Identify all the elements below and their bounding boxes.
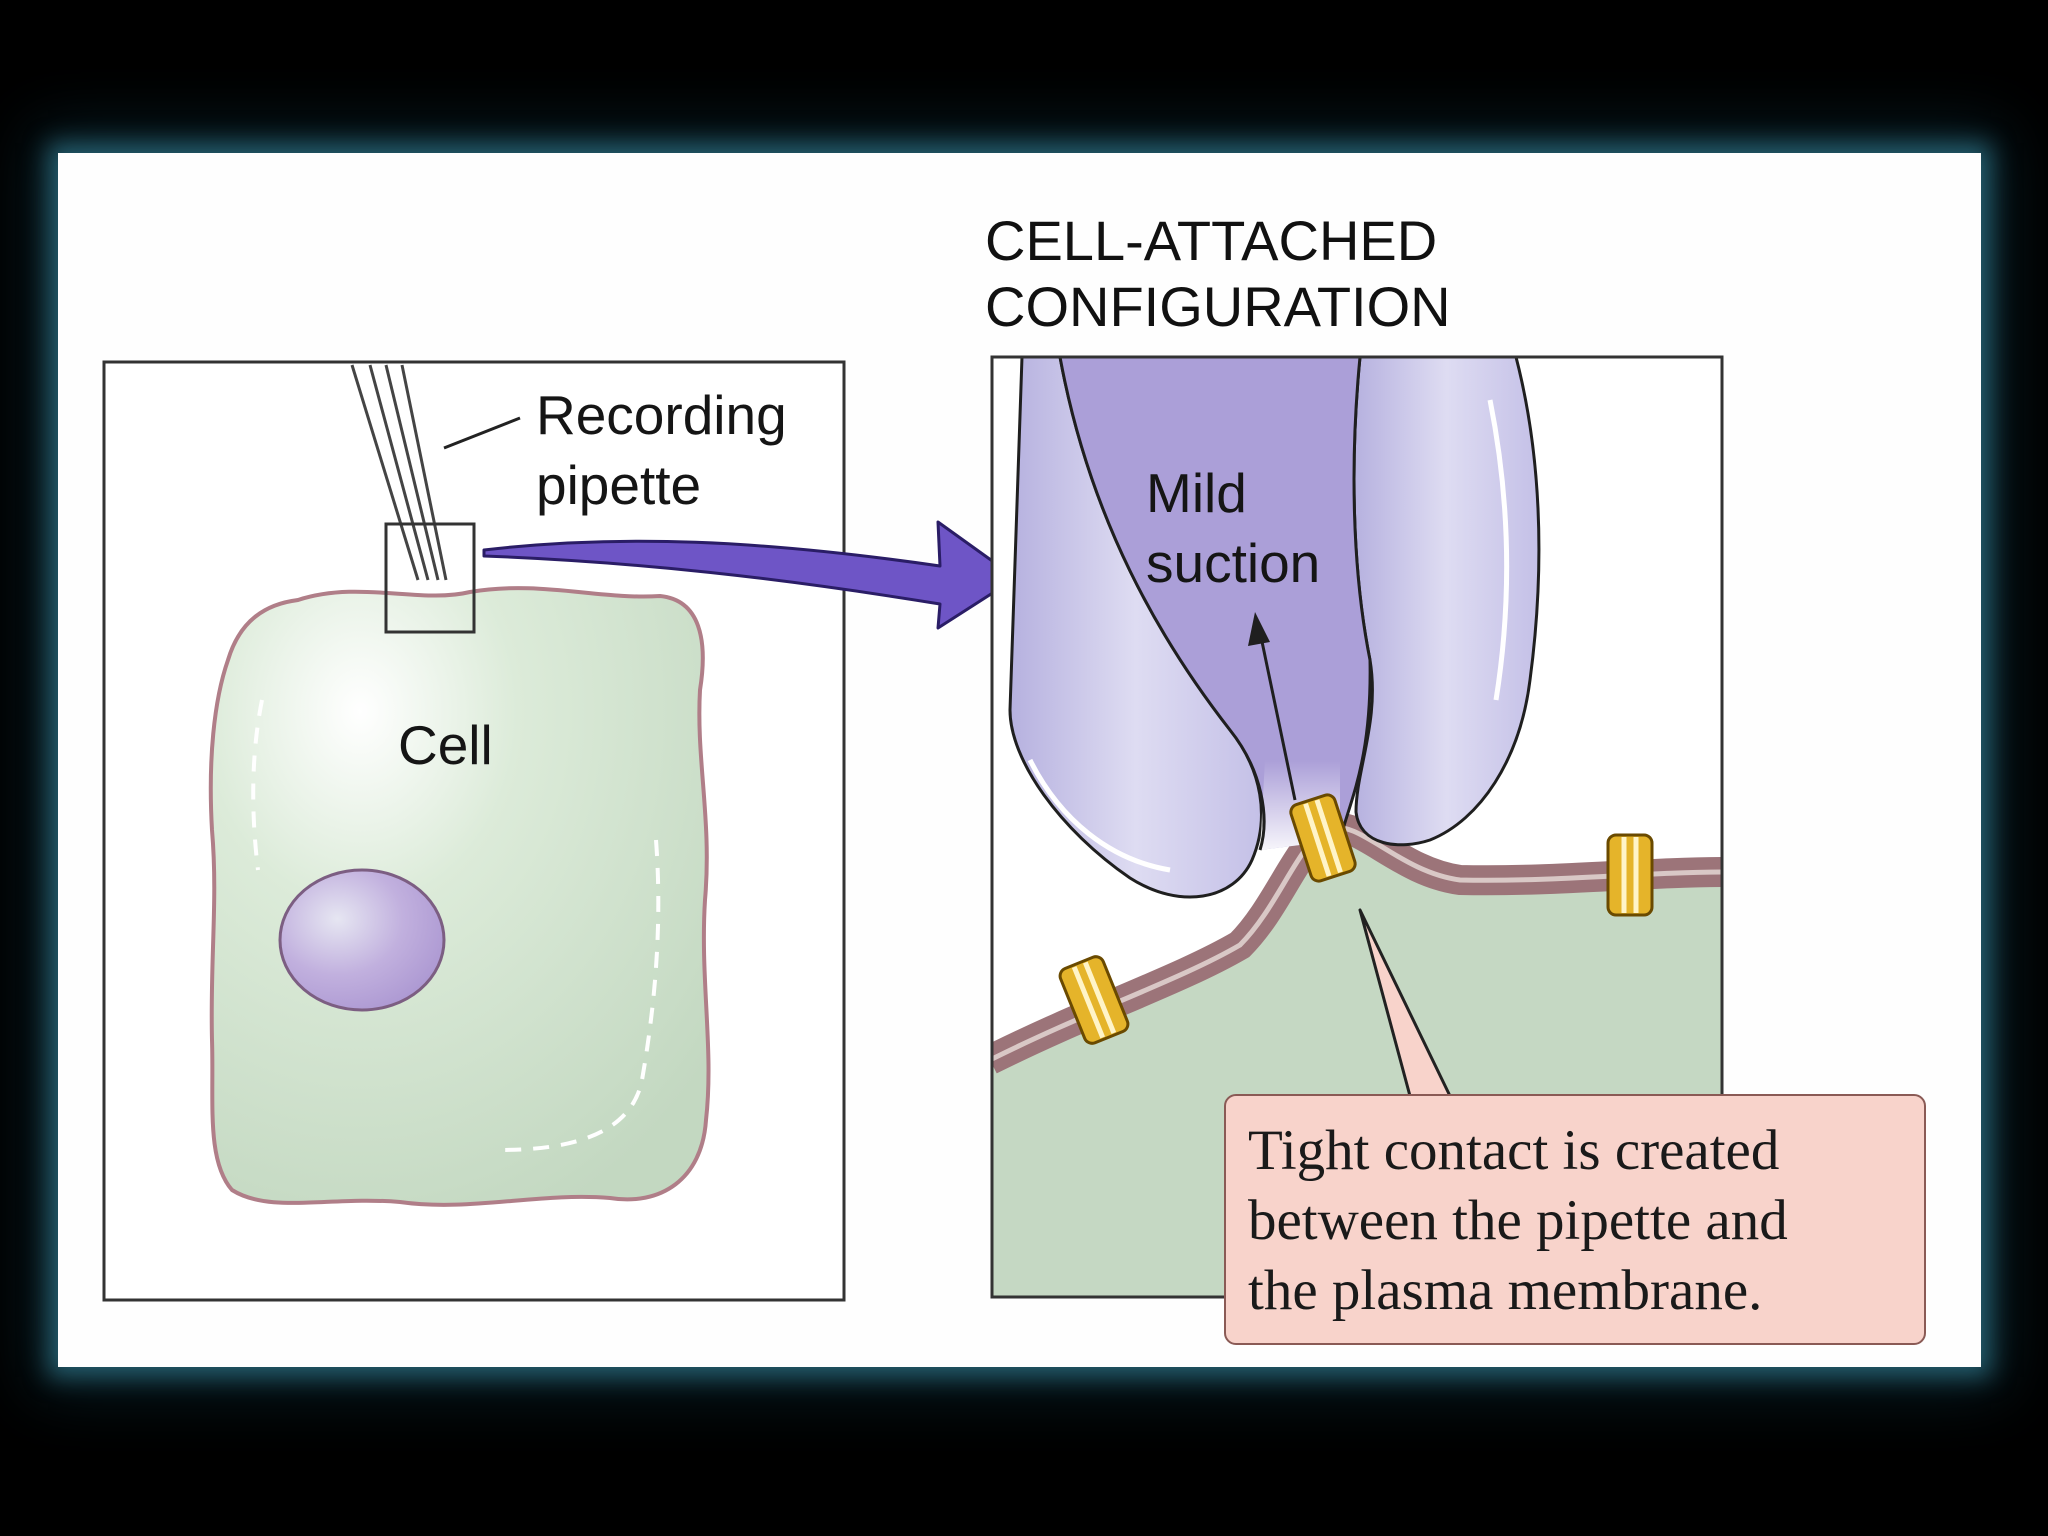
callout-line-1: Tight contact is created [1248,1119,1780,1182]
heading-line-2: CONFIGURATION [985,275,1451,338]
cell-highlight [499,839,661,1152]
cell-label: Cell [398,714,493,776]
ion-channel-center [1289,793,1357,883]
cell-nucleus [278,868,446,1012]
zoom-box [384,522,476,634]
pipette-label-line-2: pipette [536,454,702,516]
zoom-arrow [482,520,1018,630]
pipette-highlight-left [1027,758,1171,873]
callout-line-3: the plasma membrane. [1248,1259,1763,1322]
pipette-label-line-1: Recording [536,384,787,446]
cell-highlight-left [251,699,264,871]
ion-channel-right [1606,833,1654,917]
heading-line-1: CELL-ATTACHED [985,209,1438,272]
suction-arrow [1258,631,1297,801]
suction-label-line-1: Mild [1146,462,1247,524]
tight-contact-callout: Tight contact is created between the pip… [1224,1094,1926,1345]
recording-pipette [350,364,448,581]
suction-lumen [1060,357,1371,850]
lumen-edge-left [1058,357,1266,851]
lumen-edge-right [1338,357,1372,841]
callout-line-2: between the pipette and [1248,1189,1788,1252]
ion-channel-left [1058,955,1130,1045]
pipette-highlight-right [1487,399,1510,701]
suction-label-line-2: suction [1146,532,1321,594]
pipette-leader-line [443,416,521,450]
suction-arrowhead [1248,612,1270,646]
cell-body [208,586,711,1207]
